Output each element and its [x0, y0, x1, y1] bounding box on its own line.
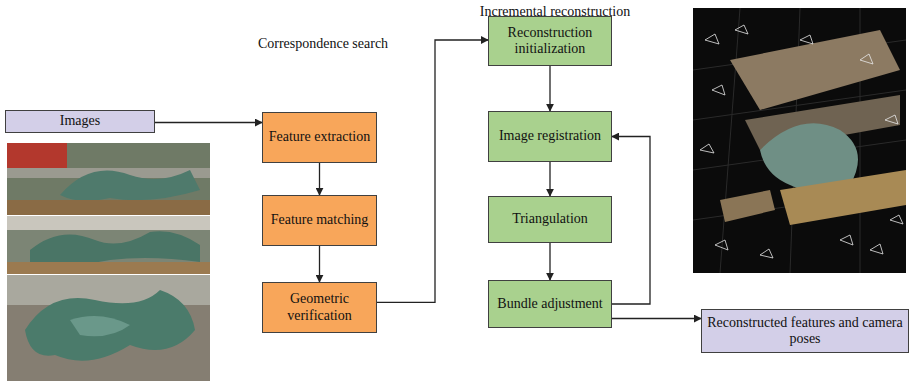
- flow-arrow: [155, 122, 262, 123]
- flow-arrow: [319, 163, 320, 195]
- photo: [7, 143, 210, 215]
- process-box: Feature matching: [262, 195, 377, 246]
- flow-arrow: [319, 246, 320, 282]
- process-box: Bundle adjustment: [488, 280, 612, 328]
- process-box: Geometric verification: [262, 282, 377, 333]
- group-heading: Correspondence search: [240, 36, 406, 52]
- box-label: Bundle adjustment: [497, 296, 602, 312]
- process-box: Triangulation: [488, 196, 612, 243]
- photo: [7, 216, 210, 274]
- flow-arrow: [377, 40, 488, 302]
- flow-arrow: [612, 137, 650, 305]
- box-label: Reconstructed features and camera poses: [707, 315, 903, 347]
- box-label: Feature extraction: [269, 129, 370, 145]
- output-box: Reconstructed features and camera poses: [701, 309, 909, 353]
- box-label: Feature matching: [271, 212, 369, 228]
- render-background: [693, 8, 906, 273]
- point-cloud-render: [693, 8, 906, 273]
- box-label: Triangulation: [512, 211, 588, 227]
- process-box: Feature extraction: [262, 112, 377, 163]
- box-label: Geometric verification: [268, 291, 371, 323]
- box-label: Image registration: [499, 128, 601, 144]
- flow-arrow: [549, 66, 550, 111]
- stage-group: Correspondence searchFeature extractionF…: [236, 40, 402, 381]
- flow-arrow: [612, 318, 701, 319]
- flow-arrow: [549, 162, 550, 196]
- process-box: Reconstruction initialization: [488, 16, 612, 66]
- stage-group: Incremental reconstructionReconstruction…: [469, 8, 633, 381]
- box-label: Images: [60, 113, 100, 129]
- flow-arrow: [549, 243, 550, 280]
- box-label: Reconstruction initialization: [494, 25, 606, 57]
- input-photos: [7, 143, 210, 381]
- input-box: Images: [5, 110, 155, 133]
- photo: [7, 275, 210, 381]
- process-box: Image registration: [488, 111, 612, 162]
